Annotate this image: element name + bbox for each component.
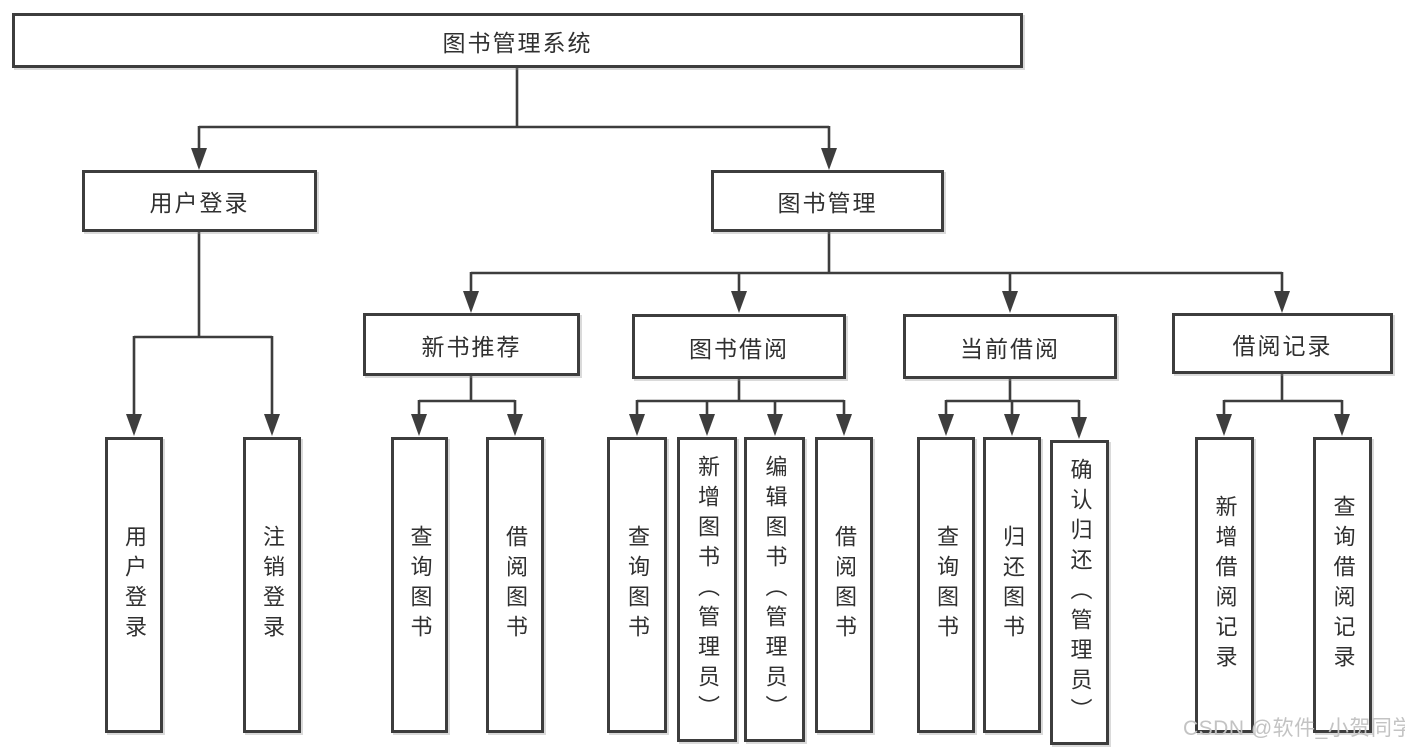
- node-borrow-query-book: 查询图书: [607, 437, 667, 733]
- node-current-query-book-label: 查询图书: [934, 525, 959, 645]
- node-recommend-borrow-book-label: 借阅图书: [503, 525, 528, 645]
- node-login-user: 用户登录: [105, 437, 163, 733]
- node-current-return-book: 归还图书: [983, 437, 1041, 733]
- node-borrow-add-book-admin-label: 新增图书（管理员）: [695, 454, 720, 725]
- node-new-book-recommend: 新书推荐: [363, 313, 580, 376]
- node-current-confirm-return-admin: 确认归还（管理员）: [1050, 440, 1109, 745]
- node-borrow-add-book-admin: 新增图书（管理员）: [677, 437, 737, 742]
- node-records-add-record-label: 新增借阅记录: [1212, 495, 1238, 675]
- node-borrow-edit-book-admin: 编辑图书（管理员）: [744, 437, 805, 742]
- node-borrow-edit-book-admin-label: 编辑图书（管理员）: [762, 454, 788, 725]
- node-login-logout: 注销登录: [243, 437, 301, 733]
- node-borrow-borrow-book-label: 借阅图书: [832, 525, 857, 645]
- node-current-query-book: 查询图书: [917, 437, 975, 733]
- node-records-query-record: 查询借阅记录: [1313, 437, 1372, 733]
- node-records-add-record: 新增借阅记录: [1195, 437, 1254, 733]
- node-book-borrow: 图书借阅: [632, 314, 846, 379]
- node-recommend-borrow-book: 借阅图书: [486, 437, 544, 733]
- node-current-borrow: 当前借阅: [903, 314, 1117, 379]
- node-borrow-query-book-label: 查询图书: [625, 525, 650, 645]
- node-root: 图书管理系统: [12, 13, 1023, 68]
- node-records-query-record-label: 查询借阅记录: [1330, 495, 1356, 675]
- node-book-management: 图书管理: [711, 170, 944, 232]
- node-current-confirm-return-admin-label: 确认归还（管理员）: [1067, 457, 1093, 728]
- node-borrow-records: 借阅记录: [1172, 313, 1393, 374]
- node-borrow-borrow-book: 借阅图书: [815, 437, 873, 733]
- node-current-return-book-label: 归还图书: [1000, 525, 1025, 645]
- csdn-watermark: CSDN @软件_小贺同学: [1183, 717, 1405, 740]
- node-recommend-query-book-label: 查询图书: [407, 525, 433, 645]
- node-login-logout-label: 注销登录: [260, 525, 285, 645]
- node-recommend-query-book: 查询图书: [391, 437, 448, 733]
- node-user-login: 用户登录: [82, 170, 317, 232]
- node-login-user-label: 用户登录: [122, 525, 147, 645]
